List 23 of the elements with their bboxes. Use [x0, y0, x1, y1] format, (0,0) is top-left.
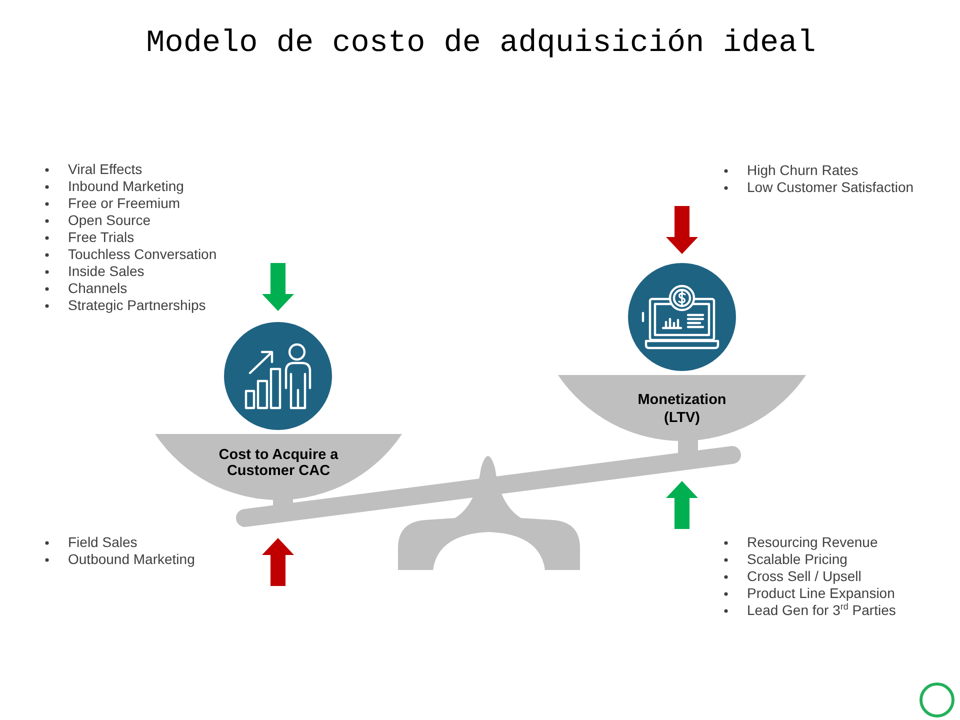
list-item: High Churn Rates — [747, 162, 858, 179]
list-item: Open Source — [68, 212, 150, 229]
list-item: Product Line Expansion — [747, 585, 895, 602]
list-item: Strategic Partnerships — [68, 297, 206, 314]
list-item: Touchless Conversation — [68, 246, 217, 263]
list-item: Viral Effects — [68, 161, 142, 178]
list-item: Field Sales — [68, 534, 138, 551]
scale-pan — [558, 375, 806, 441]
title: Modelo de costo de adquisición ideal — [146, 25, 816, 63]
scale-pan — [155, 434, 402, 500]
list-item: Free or Freemium — [68, 195, 180, 212]
list-item: Free Trials — [68, 229, 134, 246]
list-item: Scalable Pricing — [747, 551, 848, 568]
pan-label: Monetization (LTV) — [636, 391, 728, 427]
list-item: Inbound Marketing — [68, 178, 184, 195]
pan-label: Cost to Acquire a Customer CAC — [218, 447, 340, 479]
list-item: Resourcing Revenue — [747, 534, 878, 551]
list-item: Channels — [68, 280, 128, 297]
list-item: Outbound Marketing — [68, 551, 195, 568]
list-item: Lead Gen for 3$^{rd}$ Parties — [747, 602, 896, 619]
list-item: Inside Sales — [68, 263, 144, 280]
list-item: Low Customer Satisfaction — [747, 179, 914, 196]
list-item: Cross Sell / Upsell — [747, 568, 862, 585]
